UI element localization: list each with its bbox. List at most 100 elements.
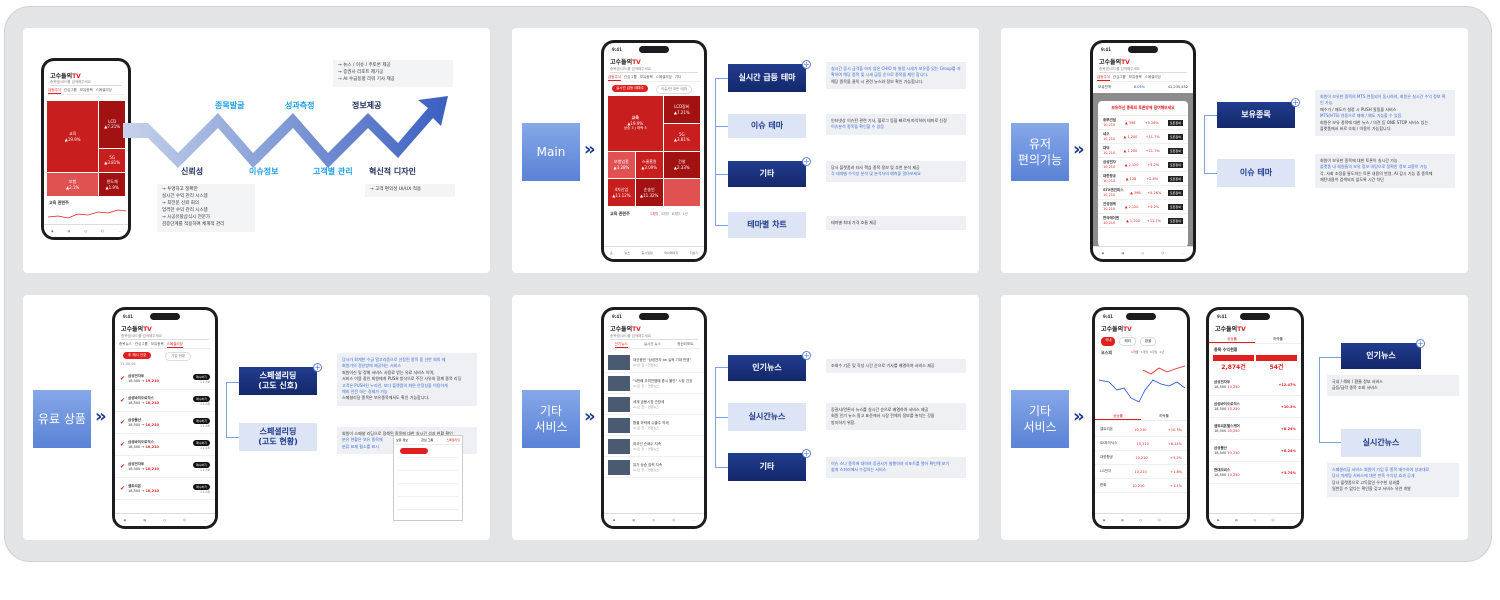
nav-item[interactable]: ◉ <box>50 229 54 233</box>
buy-button[interactable]: 매수하기 <box>192 483 210 490</box>
nav-item[interactable]: ☺ <box>672 518 676 522</box>
heatmap-cell[interactable]: 순송인▲11.32% <box>635 179 663 206</box>
join-discussion-button[interactable]: 토론참여 <box>1167 217 1183 224</box>
nav-item[interactable]: ◷ <box>1139 518 1142 522</box>
nav-item[interactable]: 증시일정 <box>641 251 653 255</box>
tab[interactable]: 관심그룹 <box>134 342 148 346</box>
tab[interactable]: 인기뉴스 <box>614 342 628 348</box>
join-discussion-button[interactable]: 토론참여 <box>1167 133 1183 140</box>
nav-item[interactable]: ◉ <box>612 518 616 522</box>
period-option[interactable]: 1년 <box>682 212 688 216</box>
pill-toggle-active[interactable]: 추 제시 신호 <box>123 352 152 359</box>
nav-item[interactable]: 뉴스 <box>624 251 630 255</box>
search-input[interactable]: 종목명/코드를 검색해주세요 <box>121 334 209 340</box>
period-option[interactable]: 1개월 <box>1131 350 1139 354</box>
buy-button[interactable]: 매수하기 <box>192 461 210 468</box>
tab[interactable]: 스페셜리딩 <box>95 88 112 92</box>
buy-button[interactable]: 매수하기 <box>192 417 210 424</box>
nav-item[interactable]: ◉ <box>1102 518 1106 522</box>
tab[interactable]: 급등주식 <box>48 88 61 94</box>
tab[interactable]: 관심그룹 <box>1112 75 1126 79</box>
search-input[interactable]: 종목명/코드를 검색해주세요 <box>50 80 122 86</box>
heatmap-cell[interactable]: LCD▲7.21% <box>99 101 125 148</box>
join-discussion-button[interactable]: 토론참여 <box>1167 175 1183 182</box>
heatmap-cell[interactable]: 교육▲19.9% <box>47 101 99 172</box>
tab[interactable]: 급등주식 <box>608 75 621 81</box>
tab[interactable]: 기타 <box>674 75 682 79</box>
pill-toggle-active[interactable]: 실시간 급등 테마주 <box>612 85 648 92</box>
buy-button[interactable]: 매수하기 <box>192 373 210 380</box>
tab[interactable]: 보유종목 <box>1128 75 1142 79</box>
nav-item[interactable]: ⋯ <box>203 518 207 522</box>
nav-item[interactable]: ◉ <box>123 518 127 522</box>
buy-button[interactable]: 매수하기 <box>192 395 210 402</box>
heatmap-cell[interactable]: 건설▲2.33% <box>663 151 700 179</box>
tab[interactable]: 보유종목 <box>79 88 93 92</box>
nav-item[interactable]: 더보기 <box>689 251 699 255</box>
nav-item[interactable]: ◉ <box>1216 518 1220 522</box>
tab[interactable]: 급등주식 <box>1097 75 1110 81</box>
nav-item[interactable]: ▤ <box>67 229 71 233</box>
nav-item[interactable]: 마이페이지 <box>664 251 679 255</box>
join-discussion-button[interactable]: 토론참여 <box>1167 203 1183 210</box>
tab[interactable]: 관심그룹 <box>623 75 637 79</box>
nav-item[interactable]: ▤ <box>1234 518 1238 522</box>
pill-toggle-active[interactable]: 국내 <box>1101 337 1116 346</box>
join-discussion-button[interactable]: 토론참여 <box>1167 147 1183 154</box>
heatmap-cell[interactable]: 스쿨홈원▲3.09% <box>635 151 663 179</box>
nav-item[interactable]: ◉ <box>1101 251 1105 255</box>
tab[interactable]: 하락률 <box>1159 414 1169 418</box>
tab-active[interactable]: 상승률 <box>1095 414 1141 420</box>
buy-button[interactable]: 매수하기 <box>192 439 210 446</box>
nav-item[interactable]: ◷ <box>652 518 655 522</box>
join-discussion-button[interactable]: 토론참여 <box>1167 161 1183 168</box>
nav-item[interactable]: ☺ <box>100 229 105 233</box>
period-option[interactable]: 6개월 <box>1149 350 1158 354</box>
pill-toggle[interactable]: 해외 <box>1119 337 1136 346</box>
nav-item[interactable]: ◷ <box>1253 518 1256 522</box>
period-option[interactable]: 1개월 <box>650 212 658 216</box>
tab[interactable]: 증권리포트 <box>677 342 694 346</box>
period-option[interactable]: 3개월 <box>1140 350 1148 354</box>
nav-item[interactable]: ◷ <box>1141 251 1144 255</box>
nav-item[interactable]: ◷ <box>84 229 87 233</box>
nav-item[interactable]: 홈 <box>609 251 613 255</box>
pill-toggle[interactable]: 기업 현황 <box>165 352 191 361</box>
period-option[interactable]: 6개월 <box>671 212 680 216</box>
nav-item[interactable]: ▤ <box>632 518 636 522</box>
tab[interactable]: 관심그룹 <box>63 88 77 92</box>
nav-item[interactable]: ⋯ <box>692 518 696 522</box>
search-input[interactable]: 종목명/코드를 검색해주세요 <box>610 67 698 73</box>
nav-item[interactable]: ⋯ <box>1290 518 1294 522</box>
period-option[interactable]: 1년 <box>1159 350 1164 354</box>
heatmap-cell[interactable]: 4차산업▲11.12% <box>608 179 635 206</box>
nav-item[interactable]: ▤ <box>143 518 147 522</box>
nav-item[interactable]: ☺ <box>1161 251 1165 255</box>
heatmap-cell[interactable]: LCD장비▲7.21% <box>663 96 700 123</box>
nav-item[interactable]: ⋯ <box>1176 518 1180 522</box>
tab[interactable]: 종목뉴스 <box>119 342 132 346</box>
